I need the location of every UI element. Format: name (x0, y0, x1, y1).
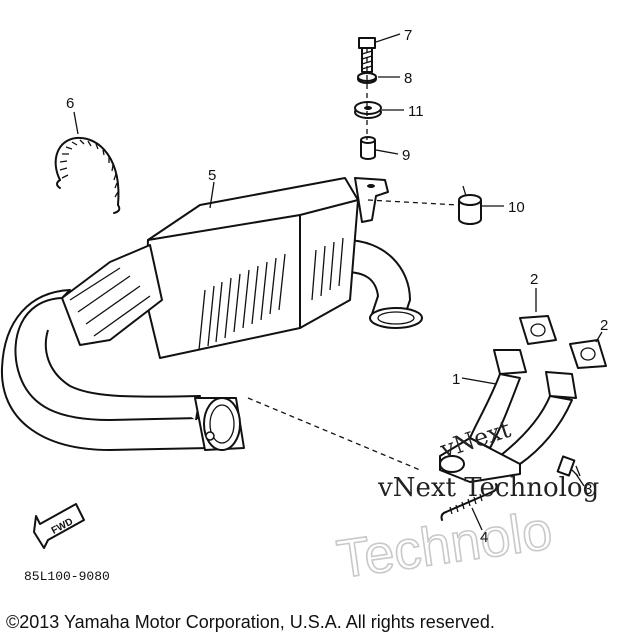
drawing-code: 85L100-9080 (24, 569, 110, 584)
part-11-grommet (354, 101, 382, 119)
callout-3: 3 (575, 473, 592, 498)
part-2-gasket-b (569, 339, 607, 369)
part-10-damper (458, 185, 482, 225)
callout-1: 1 (452, 371, 497, 388)
callout-4: 4 (471, 507, 488, 546)
svg-text:9: 9 (402, 147, 410, 164)
fwd-arrow-icon: FWD (33, 503, 85, 549)
part-1-manifold (439, 349, 577, 483)
svg-text:6: 6 (66, 95, 74, 112)
callout-6: 6 (66, 95, 79, 135)
part-9-collar (360, 136, 376, 160)
callout-11: 11 (382, 103, 424, 120)
part-3-bolt (556, 455, 581, 477)
part-4-spring (440, 483, 498, 521)
callout-2a: 2 (530, 271, 538, 312)
part-2-gasket-a (519, 315, 557, 345)
svg-text:7: 7 (404, 27, 412, 44)
callout-7: 7 (375, 27, 412, 44)
svg-text:2: 2 (530, 271, 538, 288)
watermark-large-text: Technolo (333, 500, 555, 590)
svg-text:2: 2 (600, 317, 608, 334)
svg-text:8: 8 (404, 70, 412, 87)
part-6-spring (54, 136, 121, 214)
callout-10: 10 (482, 199, 525, 216)
svg-text:3: 3 (584, 481, 592, 498)
copyright-notice: ©2013 Yamaha Motor Corporation, U.S.A. A… (6, 612, 495, 632)
svg-text:5: 5 (208, 167, 216, 184)
callout-2b: 2 (595, 317, 608, 343)
callout-5: 5 (208, 167, 216, 209)
svg-text:4: 4 (480, 529, 488, 546)
callout-9: 9 (375, 147, 410, 164)
watermark-text-line1: vNext Technolog (377, 473, 599, 503)
callout-8: 8 (378, 70, 412, 87)
part-5-muffler (0, 177, 423, 451)
svg-text:11: 11 (408, 103, 424, 120)
part-8-washer (357, 72, 377, 84)
svg-text:1: 1 (452, 371, 460, 388)
svg-text:10: 10 (508, 199, 525, 216)
